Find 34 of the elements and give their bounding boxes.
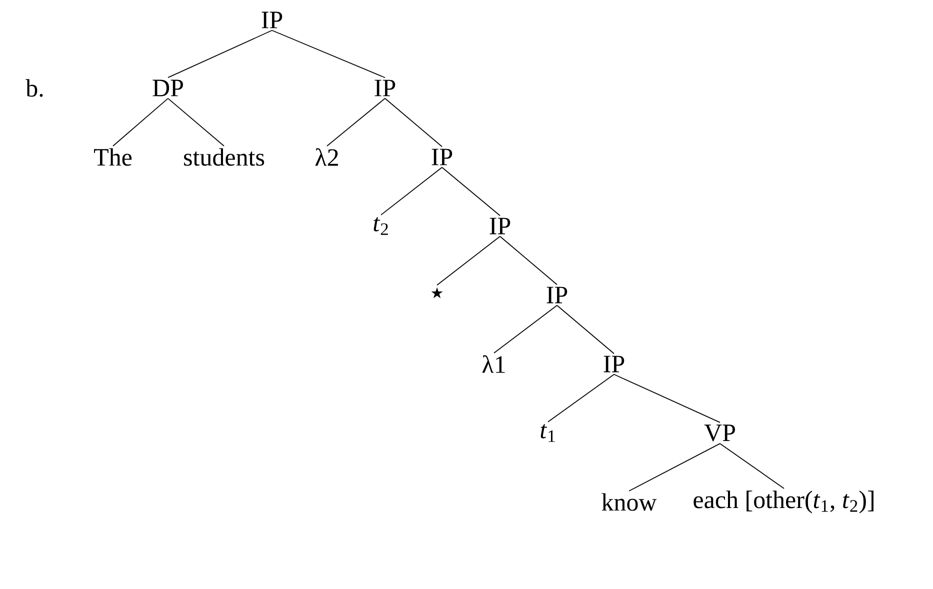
branch-line (168, 98, 224, 146)
branch-line (614, 374, 720, 423)
branch-line (494, 304, 558, 354)
tree-label: t$_{2}$ (374, 217, 388, 235)
tree-label: t$_{1}$ (540, 424, 555, 442)
branch-line (384, 98, 442, 148)
tree-label: IP (490, 218, 510, 234)
branch-line (628, 443, 720, 492)
branch-line (272, 30, 386, 78)
branch-line (380, 166, 442, 216)
branch-line (436, 236, 500, 286)
branch-line (720, 443, 784, 489)
branch-line (500, 236, 558, 286)
tree-label: DP (152, 80, 183, 96)
branch-line (548, 374, 614, 422)
branch-line (112, 98, 168, 146)
branch-line (442, 166, 500, 216)
tree-label: ⋆ (431, 287, 443, 298)
branch-line (556, 304, 614, 354)
tree-label: know (602, 493, 657, 511)
tree-label: The (94, 148, 132, 166)
tree-label: each [other(t$_{1}$, t$_{2}$)] (694, 490, 874, 514)
tree-label: IP (262, 12, 282, 28)
branch-line (326, 98, 386, 146)
tree-label: IP (604, 356, 624, 372)
tree-label: VP (704, 424, 735, 442)
tree-label: IP (374, 80, 396, 96)
branch-line (168, 30, 272, 78)
example-label: b. (26, 79, 43, 97)
tree-label: IP (546, 286, 568, 304)
tree-label: IP (432, 148, 452, 166)
tree-label: students (184, 148, 264, 166)
tree-label: λ1 (482, 355, 505, 373)
tree-label: λ2 (315, 148, 338, 166)
